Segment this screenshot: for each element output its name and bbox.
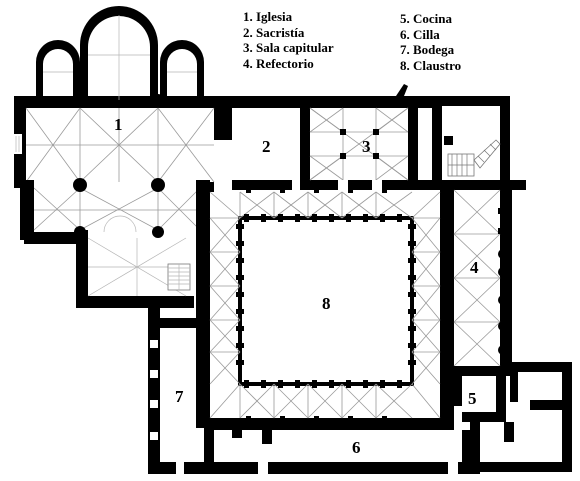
legend-item-iglesia: 1. Iglesia bbox=[243, 9, 293, 24]
refectorio bbox=[450, 180, 512, 376]
east-range-north bbox=[232, 96, 448, 190]
church-iglesia bbox=[14, 6, 232, 244]
legend-item-sacristia: 2. Sacristía bbox=[243, 24, 305, 40]
cilla bbox=[204, 428, 480, 474]
room-number-iglesia: 1 bbox=[114, 115, 123, 134]
room-number-sacristia: 2 bbox=[262, 137, 271, 156]
northeast-block bbox=[396, 84, 526, 190]
legend-item-claustro: 8. Claustro bbox=[400, 57, 462, 73]
legend-item-refectorio: 4. Refectorio bbox=[243, 55, 314, 71]
cocina bbox=[454, 362, 572, 472]
room-number-cilla: 6 bbox=[352, 438, 361, 457]
cloister-claustro bbox=[196, 188, 454, 430]
legend-item-cocina: 5. Cocina bbox=[400, 11, 452, 26]
legend-item-bodega: 7. Bodega bbox=[400, 42, 455, 57]
staircase-west bbox=[167, 263, 191, 291]
room-number-sala-capitular: 3 bbox=[362, 137, 371, 156]
room-number-refectorio: 4 bbox=[470, 258, 479, 277]
left-apse bbox=[36, 40, 80, 100]
right-apse bbox=[160, 40, 204, 100]
room-numbers: 1 2 3 4 5 6 7 8 bbox=[114, 115, 479, 457]
legend-item-cilla: 6. Cilla bbox=[400, 26, 440, 42]
legend-item-sala-capitular: 3. Sala capitular bbox=[243, 40, 334, 55]
bodega bbox=[148, 308, 208, 474]
room-number-bodega: 7 bbox=[175, 387, 184, 406]
legend-col-2: 5. Cocina 6. Cilla 7. Bodega 8. Claustro bbox=[400, 11, 461, 73]
central-apse bbox=[80, 6, 158, 100]
staircase-east bbox=[447, 139, 501, 177]
sala-capitular-vaults bbox=[309, 107, 409, 181]
room-number-cocina: 5 bbox=[468, 389, 477, 408]
legend-col-1: 1. Iglesia 2. Sacristía 3. Sala capitula… bbox=[243, 9, 334, 71]
narthex bbox=[76, 230, 194, 308]
room-number-claustro: 8 bbox=[322, 294, 331, 313]
